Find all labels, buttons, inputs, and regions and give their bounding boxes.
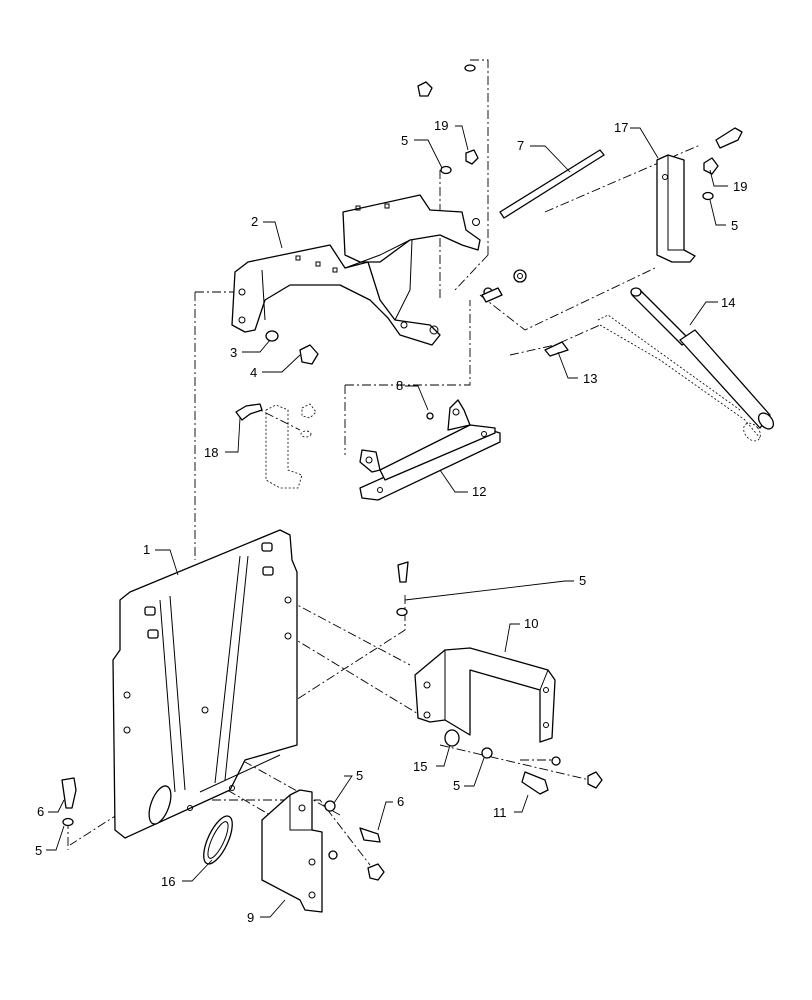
callout-7: 7 — [517, 138, 524, 153]
phantom-bracket — [265, 404, 303, 489]
callout-5-left: 5 — [35, 843, 42, 858]
callout-13: 13 — [583, 371, 597, 386]
callout-17: 17 — [614, 120, 628, 135]
callout-leaders — [46, 125, 728, 918]
callout-labels: 2 1 3 4 5 19 7 17 19 5 14 13 8 12 18 5 1… — [35, 118, 747, 925]
callout-4: 4 — [250, 365, 257, 380]
part-14-gas-strut — [597, 287, 775, 442]
part-12-hinge-bracket — [359, 399, 501, 501]
callout-15: 15 — [413, 759, 427, 774]
callout-5-right: 5 — [731, 218, 738, 233]
part-2-upper-bracket — [231, 194, 527, 346]
callout-12: 12 — [472, 484, 486, 499]
callout-8: 8 — [396, 378, 403, 393]
part-16-grommet — [203, 815, 233, 865]
part-10-u-bracket — [414, 647, 556, 743]
callout-18: 18 — [204, 445, 218, 460]
callout-6-left: 6 — [37, 804, 44, 819]
callout-14: 14 — [721, 295, 735, 310]
callout-5-mid: 5 — [579, 573, 586, 588]
callout-1: 1 — [143, 542, 150, 557]
part-17-vertical-bracket — [656, 154, 696, 263]
callout-2: 2 — [251, 214, 258, 229]
part-1-mounting-plate — [112, 529, 298, 839]
hardware — [61, 64, 743, 881]
callout-16: 16 — [161, 874, 175, 889]
part-7-rod — [499, 149, 605, 219]
callout-6-bottom: 6 — [397, 794, 404, 809]
callout-5-upper: 5 — [401, 133, 408, 148]
callout-19-upper: 19 — [434, 118, 448, 133]
callout-10: 10 — [524, 616, 538, 631]
part-9-l-bracket — [261, 789, 323, 913]
callout-3: 3 — [230, 345, 237, 360]
callout-19-right: 19 — [733, 179, 747, 194]
callout-9: 9 — [247, 910, 254, 925]
callout-11: 11 — [493, 805, 507, 820]
callout-5-bottom: 5 — [356, 768, 363, 783]
callout-5-lower: 5 — [453, 778, 460, 793]
